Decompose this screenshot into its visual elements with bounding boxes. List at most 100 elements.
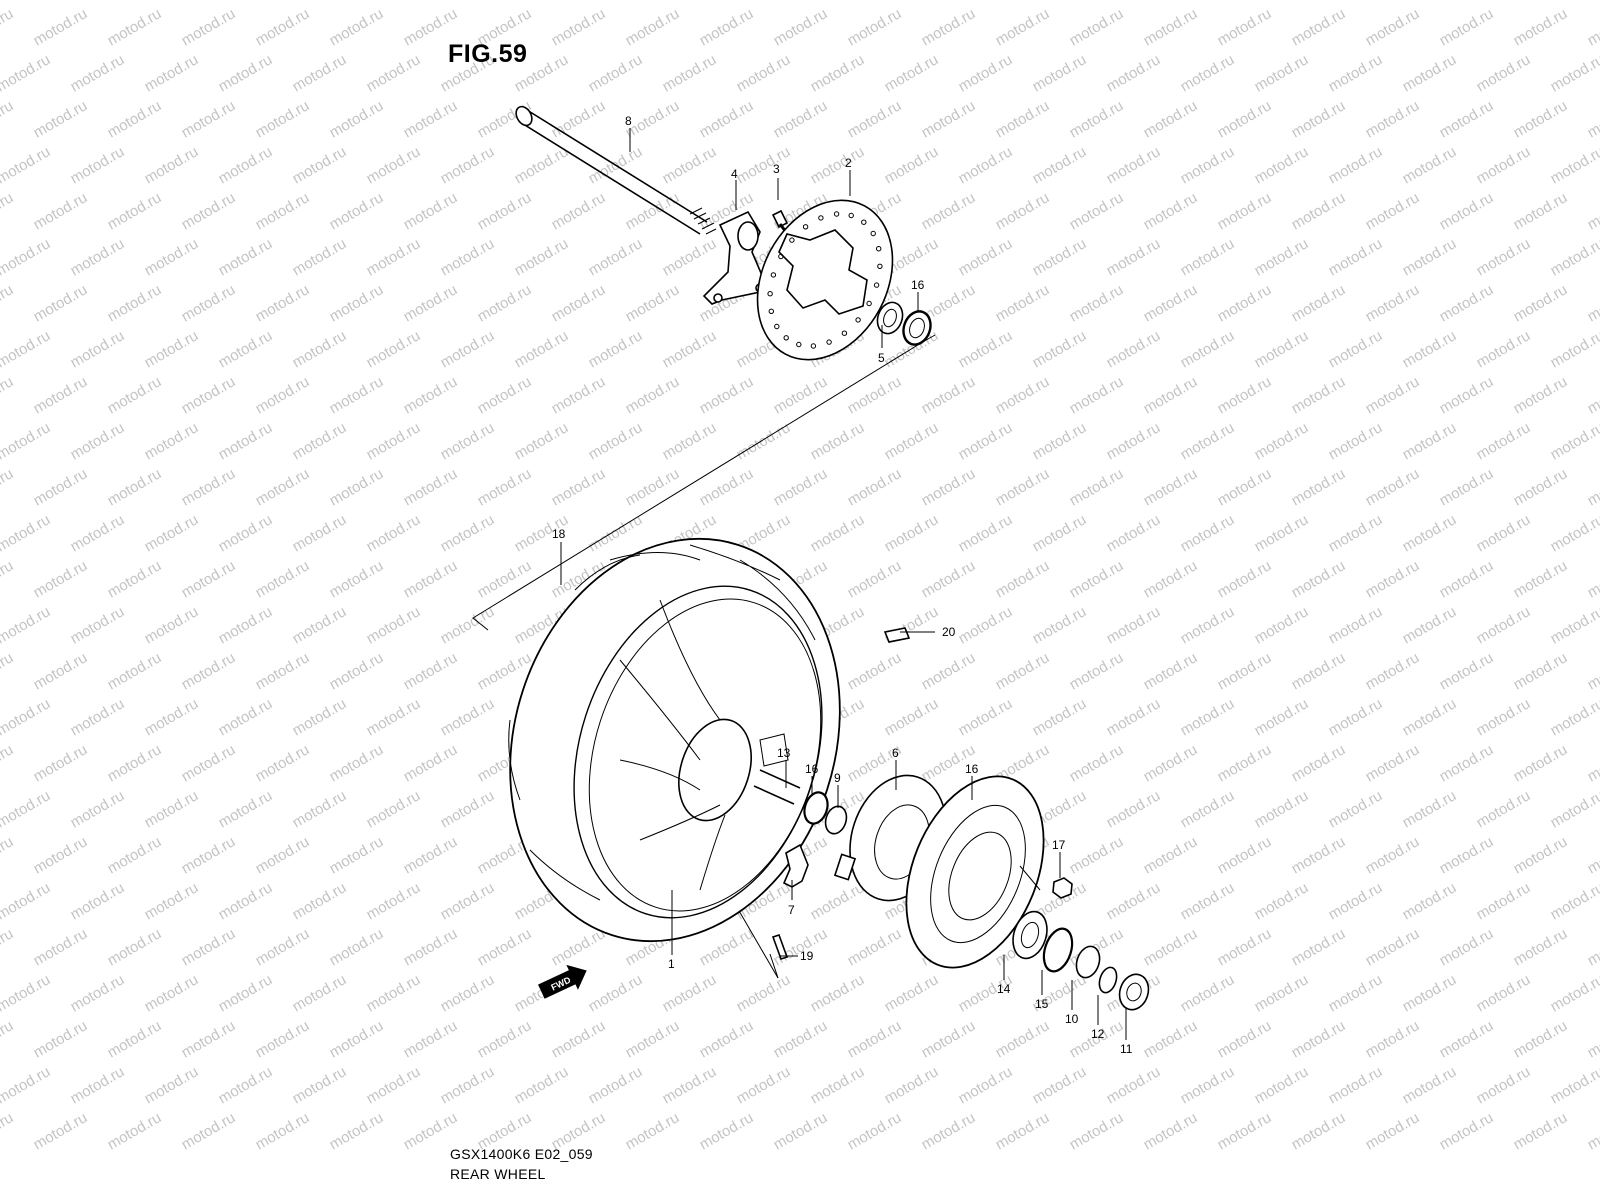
watermark-text: motod.ru [660, 51, 720, 95]
watermark-text: motod.ru [1363, 1017, 1423, 1061]
watermark-text: motod.ru [1141, 649, 1201, 693]
watermark-text: motod.ru [475, 1017, 535, 1061]
watermark-text: motod.ru [364, 235, 424, 279]
watermark-text: motod.ru [68, 143, 128, 187]
disc-hole [855, 317, 861, 323]
watermark-text: motod.ru [549, 281, 609, 325]
callout-8: 8 [625, 114, 632, 128]
watermark-text: motod.ru [1363, 557, 1423, 601]
watermark-text: motod.ru [0, 879, 53, 923]
watermark-text: motod.ru [1326, 143, 1386, 187]
watermark-text: motod.ru [1437, 189, 1497, 233]
watermark-text: motod.ru [1289, 1017, 1349, 1061]
watermark-text: motod.ru [438, 419, 498, 463]
watermark-text: motod.ru [845, 1109, 905, 1153]
watermark-text: motod.ru [882, 143, 942, 187]
watermark-layer: motod.ru motod.ru motod.ru motod.ru motod.ru… [0, 0, 1600, 1153]
callout-21: 20 [942, 625, 956, 639]
watermark-text: motod.ru [1067, 281, 1127, 325]
watermark-text: motod.ru [290, 419, 350, 463]
watermark-text: motod.ru [105, 925, 165, 969]
watermark-text: motod.ru [1252, 0, 1312, 3]
watermark-text: motod.ru [1548, 787, 1600, 831]
watermark-text: motod.ru [1326, 971, 1386, 1015]
watermark-text: motod.ru [1030, 327, 1090, 371]
disc-hole [774, 323, 780, 330]
watermark-text: motod.ru [475, 373, 535, 417]
watermark-text: motod.ru [401, 925, 461, 969]
watermark-text: motod.ru [1474, 235, 1534, 279]
watermark-text: motod.ru [1326, 235, 1386, 279]
watermark-text: motod.ru [882, 971, 942, 1015]
watermark-text: motod.ru [142, 327, 202, 371]
watermark-text: motod.ru [0, 51, 53, 95]
watermark-text: motod.ru [1289, 189, 1349, 233]
watermark-text: motod.ru [1437, 281, 1497, 325]
watermark-text: motod.ru [327, 465, 387, 509]
watermark-text: motod.ru [1252, 143, 1312, 187]
callout-2: 2 [845, 156, 852, 170]
watermark-text: motod.ru [771, 1017, 831, 1061]
watermark-text: motod.ru [364, 419, 424, 463]
watermark-text: motod.ru [1141, 189, 1201, 233]
watermark-text: motod.ru [0, 557, 16, 601]
watermark-text: motod.ru [771, 1109, 831, 1153]
watermark-text: motod.ru [105, 741, 165, 785]
watermark-text: motod.ru [1400, 0, 1460, 3]
watermark-text: motod.ru [68, 419, 128, 463]
watermark-text: motod.ru [956, 327, 1016, 371]
watermark-text: motod.ru [0, 1063, 53, 1107]
watermark-text: motod.ru [401, 465, 461, 509]
watermark-text: motod.ru [364, 787, 424, 831]
watermark-text: motod.ru [327, 189, 387, 233]
watermark-text: motod.ru [1585, 557, 1600, 601]
watermark-text: motod.ru [1363, 5, 1423, 49]
watermark-text: motod.ru [623, 1109, 683, 1153]
watermark-text: motod.ru [882, 511, 942, 555]
watermark-text: motod.ru [0, 787, 53, 831]
watermark-text: motod.ru [142, 879, 202, 923]
callout-6: 6 [892, 746, 899, 760]
watermark-text: motod.ru [808, 419, 868, 463]
watermark-text: motod.ru [845, 649, 905, 693]
watermark-text: motod.ru [105, 1017, 165, 1061]
watermark-text: motod.ru [1548, 1063, 1600, 1107]
watermark-text: motod.ru [1474, 51, 1534, 95]
watermark-text: motod.ru [253, 97, 313, 141]
watermark-text: motod.ru [253, 189, 313, 233]
part-valve [771, 933, 789, 961]
part-drum-spacer [1075, 945, 1101, 979]
watermark-text: motod.ru [0, 465, 16, 509]
watermark-text: motod.ru [290, 235, 350, 279]
watermark-text: motod.ru [1548, 51, 1600, 95]
watermark-text: motod.ru [1252, 879, 1312, 923]
watermark-text: motod.ru [105, 1109, 165, 1153]
watermark-text: motod.ru [253, 925, 313, 969]
callout-17: 16 [965, 762, 979, 776]
watermark-text: motod.ru [142, 511, 202, 555]
watermark-text: motod.ru [1067, 741, 1127, 785]
watermark-text: motod.ru [105, 5, 165, 49]
watermark-text: motod.ru [216, 0, 276, 3]
disc-hole [877, 263, 883, 269]
watermark-text: motod.ru [1252, 419, 1312, 463]
watermark-text: motod.ru [0, 1017, 16, 1061]
watermark-text: motod.ru [1215, 189, 1275, 233]
watermark-text: motod.ru [1030, 603, 1090, 647]
watermark-text: motod.ru [586, 419, 646, 463]
watermark-text: motod.ru [105, 465, 165, 509]
watermark-text: motod.ru [919, 557, 979, 601]
watermark-text: motod.ru [1585, 925, 1600, 969]
watermark-text: motod.ru [68, 235, 128, 279]
watermark-text: motod.ru [475, 925, 535, 969]
watermark-text: motod.ru [1548, 971, 1600, 1015]
watermark-text: motod.ru [1215, 925, 1275, 969]
watermark-text: motod.ru [290, 879, 350, 923]
watermark-text: motod.ru [1437, 833, 1497, 877]
watermark-text: motod.ru [1289, 557, 1349, 601]
watermark-text: motod.ru [1252, 511, 1312, 555]
watermark-text: motod.ru [0, 741, 16, 785]
callout-14: 14 [997, 982, 1011, 996]
callout-9: 9 [834, 771, 841, 785]
watermark-text: motod.ru [179, 189, 239, 233]
